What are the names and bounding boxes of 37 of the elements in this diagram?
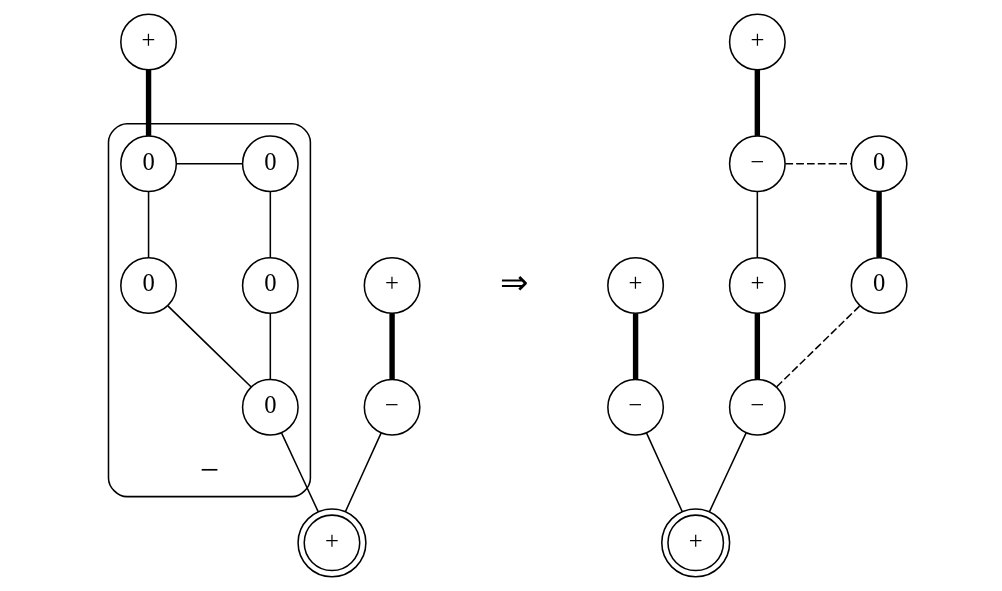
node-circle: + [728, 13, 786, 71]
node-circle: − [606, 378, 664, 436]
node-circle: + [363, 256, 421, 314]
label: ⇒ [499, 264, 528, 302]
node-circle: + [660, 508, 730, 578]
connector [645, 432, 683, 513]
node-circle: 0 [241, 135, 299, 193]
node-circle: − [363, 378, 421, 436]
connector [875, 191, 882, 258]
node-circle: 0 [241, 378, 299, 436]
node-circle: 0 [850, 256, 908, 314]
connector [756, 190, 758, 259]
node-circle: + [606, 256, 664, 314]
node-circle: 0 [241, 256, 299, 314]
connector [145, 69, 151, 136]
connector [754, 313, 760, 380]
connector [708, 432, 747, 513]
connector [166, 305, 252, 388]
connector [784, 162, 852, 165]
connector [269, 312, 271, 381]
node-circle: 0 [850, 135, 908, 193]
connector [632, 313, 638, 380]
node-circle: 0 [119, 256, 177, 314]
connector [175, 162, 243, 165]
connector [344, 432, 382, 513]
connector [269, 190, 271, 259]
node-circle: − [728, 378, 786, 436]
node-circle: 0 [119, 135, 177, 193]
connector [754, 69, 760, 136]
node-circle: + [296, 508, 367, 578]
connector [280, 432, 319, 513]
node-circle: − [728, 135, 786, 193]
node-circle: + [728, 256, 786, 314]
connector [388, 313, 395, 380]
node-circle: + [119, 13, 177, 71]
connector [775, 305, 860, 388]
connector [147, 190, 149, 259]
